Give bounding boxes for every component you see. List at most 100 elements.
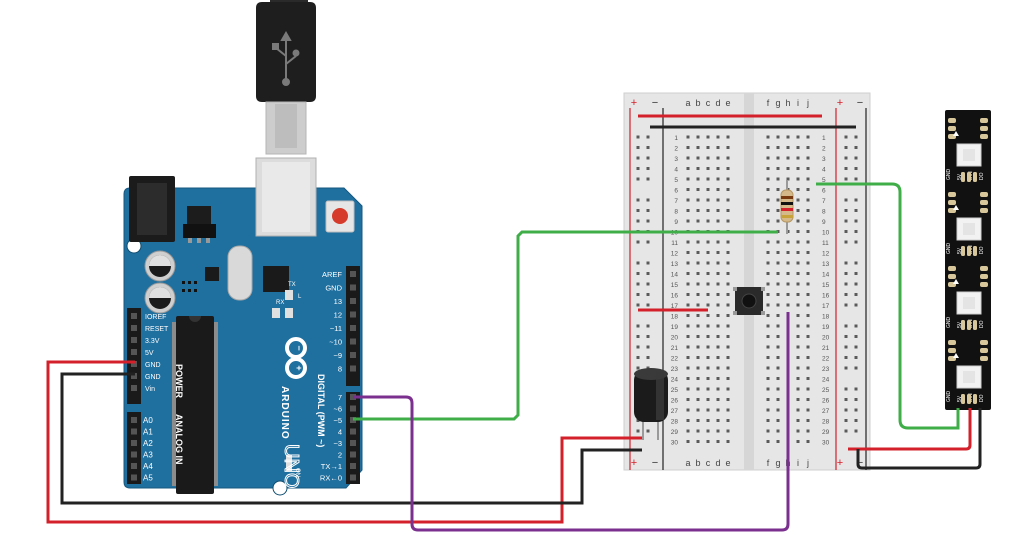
row-number: 26 — [822, 398, 830, 405]
arduino-uno-board[interactable]: RX TX L ON − + ARDUINO UNO DIGITAL (PWM … — [123, 157, 363, 496]
digital-pin-socket[interactable] — [350, 474, 356, 481]
led-pixel[interactable]: GND5VDINDO — [946, 118, 988, 182]
digital-pin-socket[interactable] — [350, 440, 356, 446]
row-number: 27 — [671, 408, 679, 415]
atmega-microcontroller — [172, 316, 218, 494]
wire-green-data[interactable] — [353, 230, 778, 421]
row-number: 29 — [822, 429, 830, 436]
power-pin-socket[interactable] — [131, 325, 137, 331]
led-pad-label: 5V — [957, 395, 963, 402]
led-pixel[interactable]: GND5VDINDO — [946, 192, 988, 256]
digital-pin-socket[interactable] — [350, 325, 356, 331]
column-letter: b — [695, 98, 700, 108]
digital-pin-socket[interactable] — [350, 365, 356, 372]
power-header-label: POWER — [174, 364, 184, 399]
power-pin-label: Vin — [145, 386, 155, 393]
column-letter: e — [725, 98, 730, 108]
analog-pin-socket[interactable] — [131, 428, 137, 435]
row-number: 25 — [671, 387, 679, 394]
usb-cable[interactable] — [256, 0, 316, 155]
row-number: 15 — [671, 282, 679, 289]
column-letter: g — [775, 458, 780, 468]
wire-purple-button[interactable] — [353, 312, 790, 532]
row-number: 24 — [671, 377, 679, 384]
led-pad-label: DO — [979, 172, 985, 180]
digital-header-label: DIGITAL (PWM ~) — [316, 374, 326, 447]
digital-pin-socket[interactable] — [350, 298, 356, 304]
led-pixel[interactable]: GND5VDINDO — [946, 266, 988, 330]
wire-red-led-5v[interactable] — [848, 408, 972, 451]
digital-pin-socket[interactable] — [350, 463, 356, 469]
row-number: 17 — [671, 303, 679, 310]
digital-pin-socket[interactable] — [350, 405, 356, 412]
power-header — [127, 308, 141, 404]
led-pad-label: DO — [979, 320, 985, 328]
analog-pin-socket[interactable] — [131, 440, 137, 446]
row-number: 6 — [674, 188, 678, 195]
row-number: 26 — [671, 398, 679, 405]
rail-polarity-label: − — [857, 97, 863, 109]
led-pixel[interactable]: GND5VDINDO — [946, 340, 988, 404]
row-number: 5 — [674, 177, 678, 184]
row-number: 10 — [822, 230, 830, 237]
row-number: 8 — [674, 209, 678, 216]
analog-pin-label: A0 — [143, 416, 153, 425]
digital-pin-socket[interactable] — [350, 352, 356, 358]
row-number: 24 — [822, 377, 830, 384]
rail-polarity-label: − — [652, 457, 658, 469]
neopixel-led-strip[interactable]: GND5VDINDO GND5VDINDO GND5VDINDO GND5VDINDO — [945, 110, 991, 410]
analog-pin-socket[interactable] — [131, 417, 137, 423]
l-led — [285, 290, 293, 300]
power-pin-socket[interactable] — [131, 385, 137, 391]
digital-pin-socket[interactable] — [350, 338, 356, 345]
digital-pin-socket[interactable] — [350, 271, 356, 277]
analog-pin-socket[interactable] — [131, 463, 137, 469]
electrolytic-capacitor[interactable] — [634, 368, 668, 440]
row-number: 13 — [822, 261, 830, 268]
column-letter: a — [685, 458, 690, 468]
digital-pin-label: ~9 — [333, 351, 342, 360]
digital-pin-label: 2 — [338, 451, 342, 460]
row-number: 14 — [822, 272, 830, 279]
led-pad-label: GND — [946, 317, 952, 329]
wire-red-5v[interactable] — [46, 360, 642, 524]
usb-ic — [263, 266, 289, 292]
analog-pin-label: A5 — [143, 474, 153, 483]
wire-black-led-gnd[interactable] — [856, 408, 982, 470]
analog-pin-socket[interactable] — [131, 474, 137, 481]
digital-pin-label: GND — [325, 284, 342, 293]
power-pin-socket[interactable] — [131, 361, 137, 367]
reset-button[interactable] — [325, 200, 355, 233]
wire-green-led-din[interactable] — [816, 182, 960, 430]
power-pin-socket[interactable] — [131, 337, 137, 343]
rx-label: RX — [276, 300, 284, 306]
direction-arrow-icon — [953, 205, 959, 210]
digital-pin-label: 4 — [338, 428, 342, 437]
digital-pin-socket[interactable] — [350, 284, 356, 291]
direction-arrow-icon — [953, 279, 959, 284]
column-letter: h — [785, 98, 790, 108]
power-pin-socket[interactable] — [131, 373, 137, 379]
resistor[interactable] — [780, 180, 794, 234]
digital-pin-socket[interactable] — [350, 451, 356, 458]
direction-arrow-icon — [953, 131, 959, 136]
power-pin-socket[interactable] — [131, 349, 137, 355]
row-number: 22 — [671, 356, 679, 363]
on-label: ON — [294, 468, 300, 477]
digital-pin-socket[interactable] — [350, 428, 356, 435]
led-pad-label: GND — [946, 169, 952, 181]
analog-header — [127, 412, 141, 484]
column-letter: f — [767, 458, 770, 468]
power-pin-socket[interactable] — [131, 313, 137, 319]
wire-black-gnd[interactable] — [60, 372, 642, 505]
row-number: 15 — [822, 282, 830, 289]
row-number: 4 — [822, 167, 826, 174]
digital-pin-socket[interactable] — [350, 311, 356, 318]
push-button[interactable] — [733, 287, 765, 315]
row-number: 11 — [671, 240, 678, 247]
analog-pin-socket[interactable] — [131, 451, 137, 458]
power-pin-label: 5V — [145, 350, 154, 357]
analog-header-label: ANALOG IN — [174, 414, 184, 465]
row-number: 7 — [674, 198, 678, 205]
row-number: 30 — [822, 440, 830, 447]
